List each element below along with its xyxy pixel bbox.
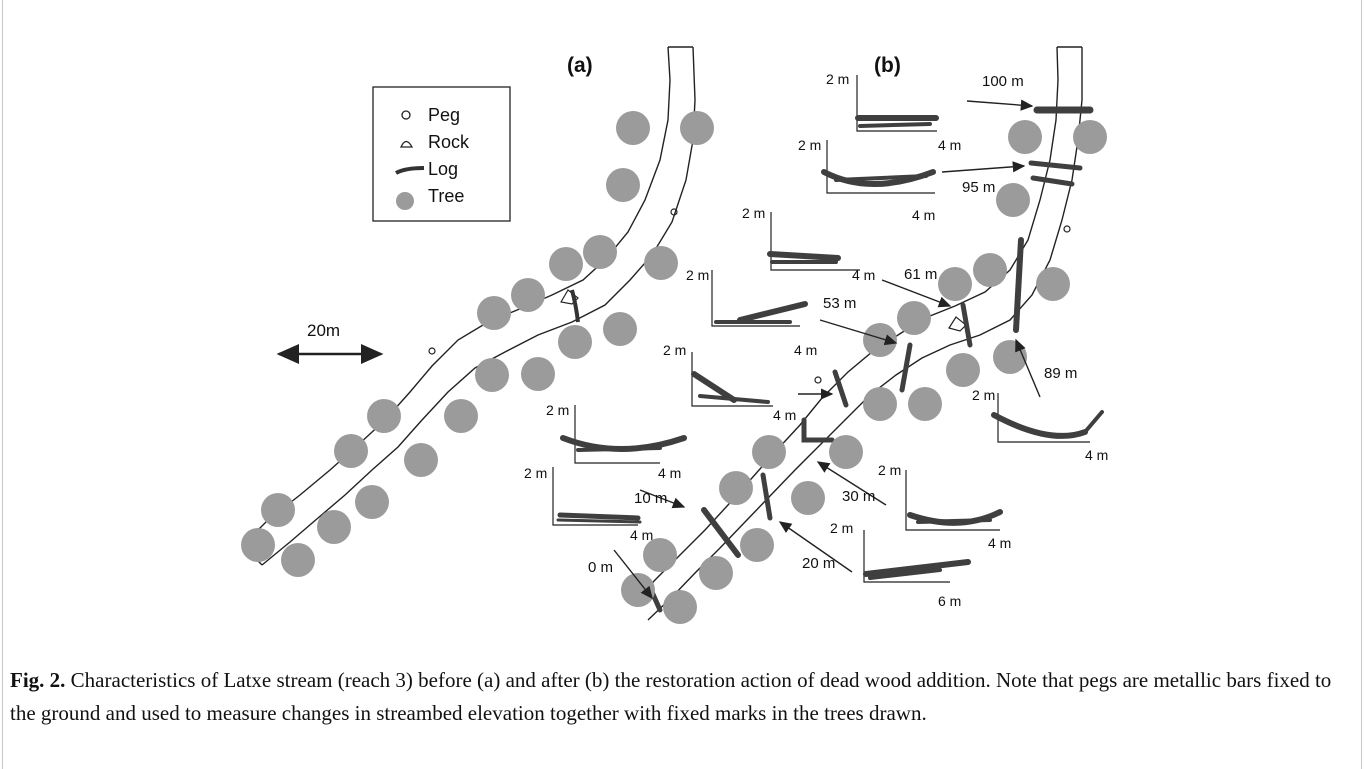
peg-a1-icon: [670, 208, 678, 216]
xs10b-height: 2 m: [524, 465, 547, 481]
log-icon: [395, 166, 425, 175]
marker-53m: 53 m: [823, 295, 856, 312]
xs61-height: 2 m: [742, 205, 765, 221]
xs61-width: 4 m: [852, 267, 875, 283]
peg-icon: [401, 110, 411, 120]
xs40-width: 4 m: [773, 407, 796, 423]
panel-a-label: (a): [567, 54, 593, 77]
peg-a2-icon: [428, 347, 436, 355]
xs89-width: 4 m: [1085, 447, 1108, 463]
xs95-height: 2 m: [798, 137, 821, 153]
logs-b: [649, 106, 1094, 613]
legend: Peg Rock Log Tree: [372, 86, 511, 222]
marker-100m: 100 m: [982, 73, 1024, 90]
trees-b: [621, 120, 1107, 624]
xs10b-width: 4 m: [630, 527, 653, 543]
xs40-height: 2 m: [663, 342, 686, 358]
marker-30m: 30 m: [842, 488, 875, 505]
xs89-height: 2 m: [972, 387, 995, 403]
xs10a-width: 4 m: [658, 465, 681, 481]
marker-20m: 20 m: [802, 555, 835, 572]
marker-95m: 95 m: [962, 179, 995, 196]
xs95-width: 4 m: [912, 207, 935, 223]
panel-b-label: (b): [874, 54, 901, 77]
xs100-height: 2 m: [826, 71, 849, 87]
trees-a: [241, 111, 714, 577]
marker-61m: 61 m: [904, 266, 937, 283]
xs100-width: 4 m: [938, 137, 961, 153]
marker-89m: 89 m: [1044, 365, 1077, 382]
xs10a-height: 2 m: [546, 402, 569, 418]
stream-diagram: (a) (b) Peg Rock Log Tree 20m: [241, 46, 1108, 624]
marker-0m: 0 m: [588, 559, 613, 576]
figure-caption: Fig. 2. Characteristics of Latxe stream …: [10, 664, 1350, 730]
distance-arrows: [613, 99, 1041, 600]
legend-peg-label: Peg: [428, 105, 460, 125]
legend-rock-label: Rock: [428, 132, 470, 152]
xs30-width: 4 m: [988, 535, 1011, 551]
scale-bar-label: 20m: [307, 321, 340, 340]
left-border: [2, 0, 3, 769]
peg-b1-icon: [1063, 225, 1071, 233]
peg-b2-icon: [814, 376, 822, 384]
marker-10m: 10 m: [634, 490, 667, 507]
log-a-icon: [570, 289, 580, 323]
legend-tree-label: Tree: [428, 186, 464, 206]
xs20-height: 2 m: [830, 520, 853, 536]
rock-icon: [399, 140, 414, 148]
cross-section-logs: [556, 115, 1104, 580]
xs30-height: 2 m: [878, 462, 901, 478]
xs53-height: 2 m: [686, 267, 709, 283]
xs20-width: 6 m: [938, 593, 961, 609]
scale-bar: 20m: [276, 321, 384, 364]
caption-label: Fig. 2.: [10, 668, 66, 692]
caption-text: Characteristics of Latxe stream (reach 3…: [10, 668, 1332, 725]
right-border: [1361, 0, 1362, 769]
tree-icon: [396, 192, 414, 210]
xs53-width: 4 m: [794, 342, 817, 358]
cross-sections: [552, 75, 1090, 583]
legend-log-label: Log: [428, 159, 458, 179]
